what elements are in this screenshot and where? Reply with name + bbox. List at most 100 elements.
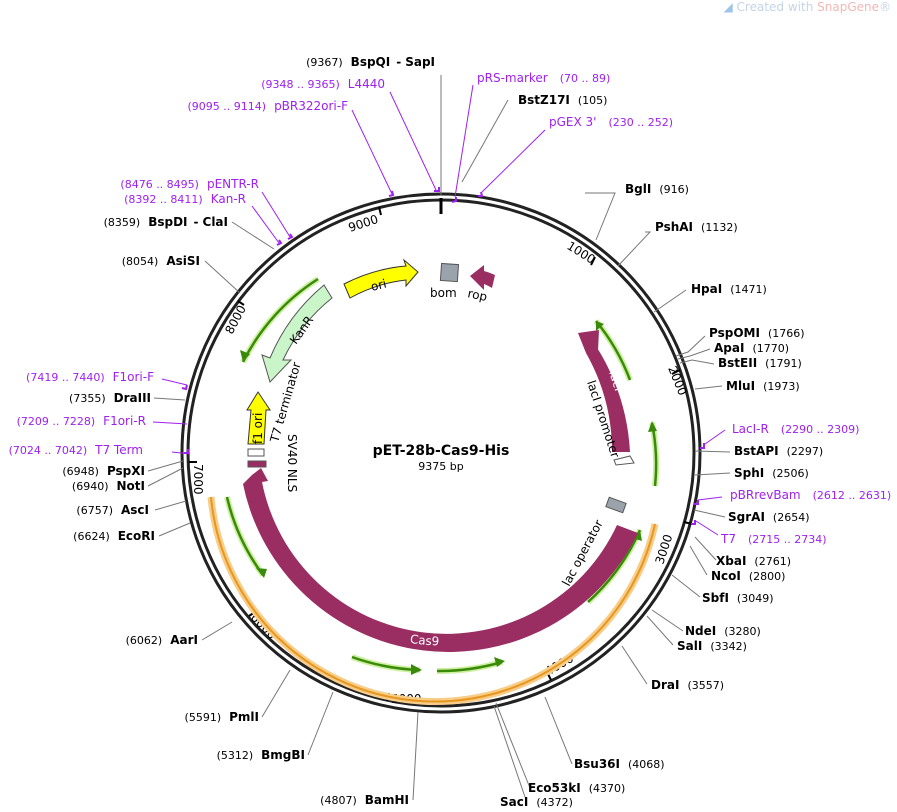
primer-name: pRS-marker — [477, 71, 548, 85]
svg-text:DraI(3557): DraI (3557) — [651, 678, 724, 692]
sites-left: (9367)BspQI-SapI (8359) BspDI - ClaI (8054)… — [62, 55, 435, 807]
f1ori-feature[interactable] — [246, 391, 271, 445]
site-pos: (2297) — [787, 445, 824, 458]
site-name: SacI — [500, 795, 528, 809]
site-pos: (4807) — [320, 794, 357, 807]
site-pos: (2654) — [773, 511, 810, 524]
svg-text:(8476 .. 8495)pENTR-R: (8476 .. 8495)pENTR-R — [120, 177, 259, 191]
site-name: PmlI — [229, 710, 259, 724]
svg-text:Eco53kI(4370): Eco53kI(4370) — [528, 781, 625, 795]
plasmid-name: pET-28b-Cas9-His — [373, 443, 510, 459]
site-separator: - — [396, 55, 401, 69]
site-name: DraI — [651, 678, 679, 692]
site-pos: (8054) — [122, 255, 159, 268]
site-pos: (5312) — [217, 749, 254, 762]
sv40-nls-label: SV40 NLS — [285, 434, 299, 492]
ori-feature[interactable] — [343, 258, 419, 299]
site-name: PspXI — [107, 464, 145, 478]
site-pos: (6757) — [76, 504, 113, 517]
rop-label: rop — [466, 286, 488, 304]
site-name: SalI — [677, 639, 702, 653]
bom-box — [439, 262, 460, 283]
site-name: BstZ17I — [518, 93, 570, 107]
svg-text:(5312)BmgBI: (5312)BmgBI — [217, 748, 305, 762]
svg-text:(8054)AsiSI: (8054)AsiSI — [122, 254, 200, 268]
site-pos: (3049) — [737, 592, 774, 605]
sv40-nls-box — [247, 460, 267, 468]
site-name: BspDI — [148, 215, 187, 229]
svg-text:(5591)PmlI: (5591)PmlI — [185, 710, 259, 724]
cas9-feature[interactable] — [243, 468, 638, 652]
site-name: SphI — [734, 466, 764, 480]
primer-range: (230 .. 252) — [608, 116, 673, 129]
site-name: HpaI — [691, 282, 722, 296]
site-name-alt: ClaI — [203, 215, 228, 229]
tick-label-3000: 3000 — [653, 533, 676, 566]
svg-text:SbfI(3049): SbfI (3049) — [702, 591, 774, 605]
f1ori-label: f1 ori — [251, 413, 265, 444]
snapgene-watermark: ◢ Created with SnapGene® — [723, 0, 891, 14]
site-pos: (1791) — [765, 357, 802, 370]
site-name: NotI — [117, 479, 146, 493]
site-name: ApaI — [714, 341, 744, 355]
primer-range: (9348 .. 9365) — [261, 78, 340, 91]
bom-label: bom — [430, 286, 457, 300]
tick-label-7000: 7000 — [191, 464, 205, 495]
site-pos: (3557) — [687, 679, 724, 692]
orf-arrows — [224, 276, 660, 675]
site-pos: (8359) — [104, 216, 141, 229]
primer-name: pBRrevBam — [730, 488, 801, 502]
ori-label: ori — [369, 277, 388, 294]
svg-text:pRS-marker(70 .. 89): pRS-marker(70 .. 89) — [477, 71, 610, 85]
site-pos: (6624) — [73, 530, 110, 543]
site-name: SbfI — [702, 591, 729, 605]
primer-range: (2715 .. 2734) — [748, 533, 827, 546]
site-pos: (2800) — [749, 570, 786, 583]
kanr-feature[interactable] — [261, 284, 333, 383]
laci-label: lacI — [606, 369, 626, 393]
svg-text:(4807)BamHI: (4807)BamHI — [320, 793, 409, 807]
svg-text:(7419 .. 7440)F1ori-F: (7419 .. 7440)F1ori-F — [26, 370, 154, 384]
primer-range: (7024 .. 7042) — [9, 444, 88, 457]
primer-name: T7 Term — [94, 443, 143, 457]
site-name: Eco53kI — [528, 781, 581, 795]
t7-terminator-box — [247, 448, 265, 457]
site-pos: (6940) — [72, 480, 109, 493]
svg-text:SgrAI(2654): SgrAI (2654) — [728, 510, 809, 524]
primer-range: (8476 .. 8495) — [120, 178, 199, 191]
site-pos: (105) — [578, 94, 608, 107]
primer-range: (8392 .. 8411) — [124, 193, 203, 206]
site-name: EcoRI — [118, 529, 155, 543]
site-name: AscI — [121, 503, 149, 517]
sites-right: BstZ17I(105) BglI(916) PshAI(1132) HpaI(… — [500, 93, 823, 809]
site-pos: (6062) — [126, 634, 163, 647]
laci-promoter-arrow — [613, 455, 635, 466]
plasmid-length: 9375 bp — [418, 460, 463, 473]
lac-operator-box — [605, 496, 627, 514]
svg-text:pBRrevBam(2612 .. 2631): pBRrevBam(2612 .. 2631) — [730, 488, 891, 502]
svg-text:SphI(2506): SphI (2506) — [734, 466, 809, 480]
site-name: AarI — [170, 633, 198, 647]
svg-text:(7209 .. 7228)F1ori-R: (7209 .. 7228)F1ori-R — [17, 414, 146, 428]
svg-text:MluI(1973): MluI(1973) — [726, 379, 800, 393]
site-pos: (6948) — [62, 465, 99, 478]
primer-name: L4440 — [348, 77, 385, 91]
site-name: DraIII — [114, 391, 151, 405]
primer-name: T7 — [720, 532, 736, 546]
svg-text:(9367)BspQI-SapI: (9367)BspQI-SapI — [306, 55, 435, 69]
svg-text:(6757)AscI: (6757) AscI — [76, 503, 149, 517]
primer-stubs — [181, 187, 705, 525]
rop-feature[interactable] — [470, 265, 495, 290]
laci-feature[interactable] — [578, 330, 630, 452]
svg-text:Bsu36I(4068): Bsu36I(4068) — [574, 757, 665, 771]
site-name: SgrAI — [728, 510, 765, 524]
primer-range: (2290 .. 2309) — [781, 423, 860, 436]
site-pos: (2506) — [772, 467, 809, 480]
svg-text:SacI(4372): SacI(4372) — [500, 795, 573, 809]
primers-right: pRS-marker(70 .. 89) pGEX 3'(230 .. 252)… — [477, 71, 891, 546]
site-pos: (3280) — [724, 625, 761, 638]
site-name: PspOMI — [709, 326, 760, 340]
svg-text:(8392 .. 8411)Kan-R: (8392 .. 8411)Kan-R — [124, 192, 246, 206]
primer-range: (7209 .. 7228) — [17, 415, 96, 428]
